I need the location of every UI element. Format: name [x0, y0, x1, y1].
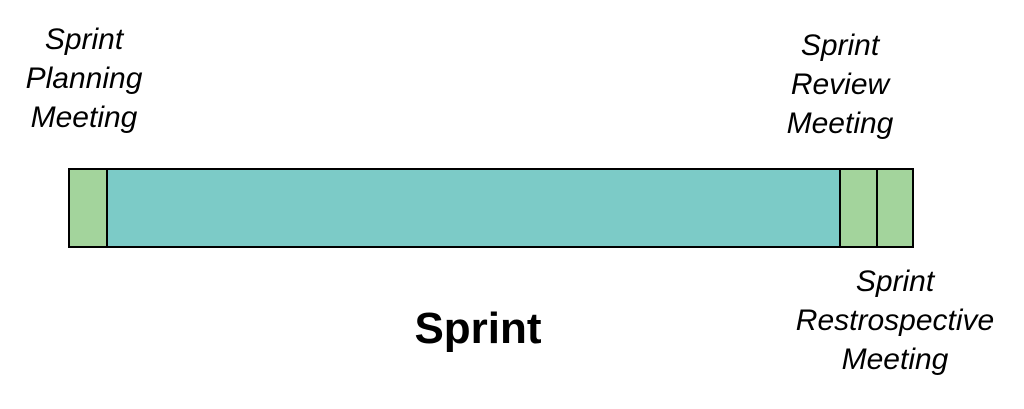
retro-label-line-1: Sprint: [855, 265, 935, 298]
retro-label-line-3: Meeting: [841, 343, 949, 376]
review-label-line-1: Sprint: [800, 29, 880, 62]
retro-label-line-2: Restrospective: [795, 304, 995, 337]
sprint-retrospective-meeting-label: Sprint Restrospective Meeting: [780, 262, 1010, 379]
sprint-review-meeting-label: Sprint Review Meeting: [762, 26, 918, 143]
sprint-work-segment: [106, 168, 841, 248]
sprint-planning-meeting-label: Sprint Planning Meeting: [4, 20, 164, 137]
retrospective-meeting-segment: [876, 168, 914, 248]
review-label-line-3: Meeting: [786, 107, 894, 140]
sprint-title: Sprint: [414, 304, 542, 353]
planning-meeting-segment: [68, 168, 108, 248]
planning-label-line-2: Planning: [25, 62, 143, 95]
review-label-line-2: Review: [790, 68, 890, 101]
review-meeting-segment: [839, 168, 878, 248]
planning-label-line-3: Meeting: [30, 101, 138, 134]
planning-label-line-1: Sprint: [44, 23, 124, 56]
